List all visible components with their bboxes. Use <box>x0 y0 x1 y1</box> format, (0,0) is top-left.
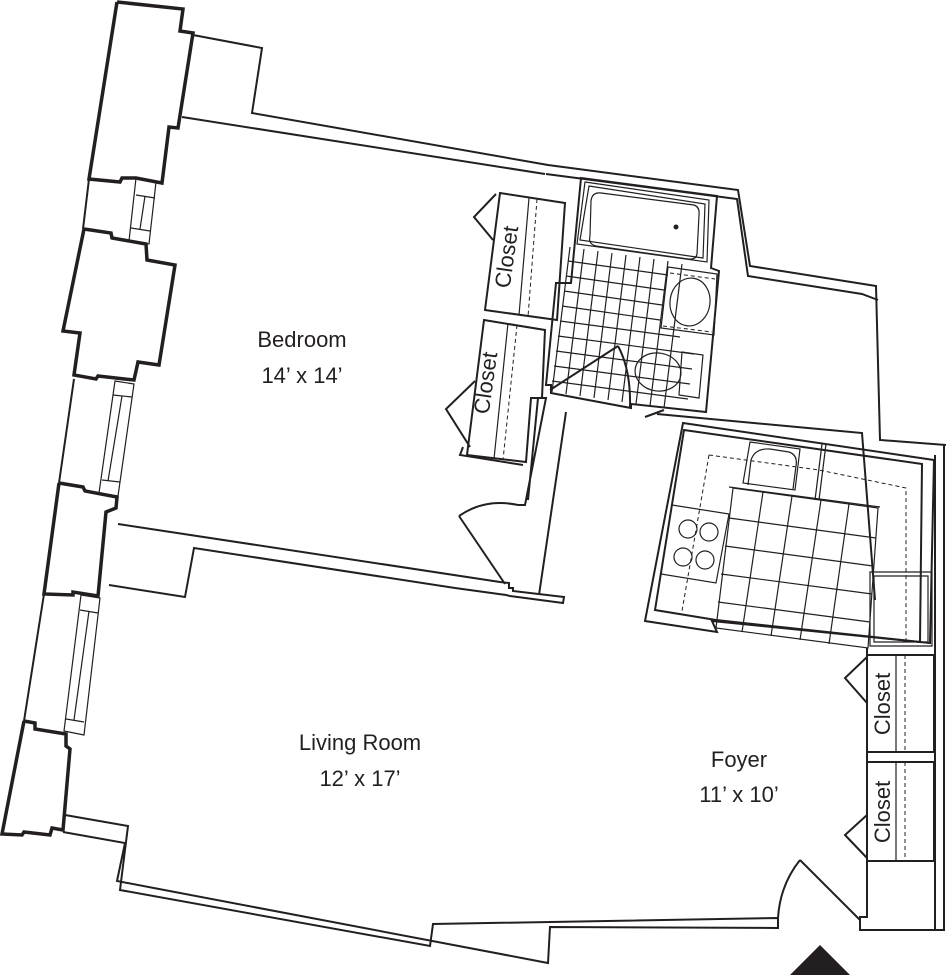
closet-label-bedroom-2: Closet <box>469 350 502 415</box>
entrance-marker-icon <box>790 945 850 975</box>
room-name-foyer: Foyer <box>711 747 767 772</box>
entry-door <box>777 859 861 921</box>
room-name-bedroom: Bedroom <box>257 327 346 352</box>
room-dimensions-living-room: 12’ x 17’ <box>319 766 400 791</box>
closet-label-foyer-2: Closet <box>870 781 895 843</box>
bottom-wall <box>62 814 779 965</box>
kitchen <box>643 421 936 649</box>
room-dimensions-foyer: 11’ x 10’ <box>699 782 779 807</box>
foyer-closets <box>843 648 935 862</box>
hall-walls <box>538 409 876 601</box>
left-facade-piers <box>0 0 196 837</box>
room-dimensions-bedroom: 14’ x 14’ <box>261 363 342 388</box>
bedroom-closets <box>444 191 567 466</box>
left-facade-windows <box>23 177 157 736</box>
bedroom-living-divider <box>108 523 566 605</box>
room-name-living-room: Living Room <box>299 730 421 755</box>
closet-label-foyer-1: Closet <box>870 673 895 735</box>
bedroom-door <box>458 397 548 585</box>
bathroom <box>544 176 721 414</box>
